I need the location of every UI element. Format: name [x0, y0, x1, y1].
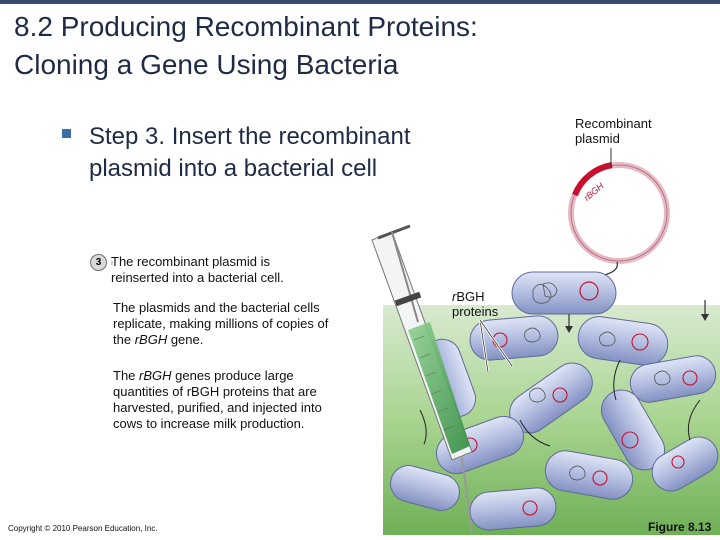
- bullet-line-2: plasmid into a bacterial cell: [89, 155, 378, 182]
- caption-produce-italic: rBGH: [139, 368, 172, 383]
- bullet-square-icon: [62, 129, 71, 138]
- caption-reinsert-line-1: The recombinant plasmid is: [111, 254, 270, 269]
- step-bullet: Step 3. Insert the recombinant plasmid i…: [89, 121, 539, 185]
- protein-label-italic: r: [452, 289, 457, 304]
- rbgh-proteins-label: rBGH proteins: [452, 289, 522, 319]
- caption-replicate-post: gene.: [167, 332, 204, 347]
- receiving-bacterium: [511, 271, 617, 315]
- protein-label-rest: BGH: [456, 289, 485, 304]
- title-line-1: 8.2 Producing Recombinant Proteins:: [14, 11, 478, 42]
- step-number-badge: 3: [90, 254, 107, 271]
- protein-label-line-2: proteins: [452, 304, 499, 319]
- caption-produce-line-3: harvested, purified, and injected into: [113, 400, 322, 415]
- protein-label-line-1: rBGH: [452, 289, 522, 304]
- caption-replicate-line-3: the rBGH gene.: [113, 332, 373, 348]
- caption-replicate-gene: BGH: [139, 332, 168, 347]
- caption-replicate-line-1: The plasmids and the bacterial cells: [113, 300, 320, 315]
- figure-number: Figure 8.13: [648, 520, 712, 534]
- release-arrows: [419, 359, 701, 447]
- plasmid-gene-label: rBGH: [582, 180, 606, 202]
- title-line-2: Cloning a Gene Using Bacteria: [14, 49, 399, 80]
- caption-replicate-pre: the: [113, 332, 135, 347]
- slide-title: 8.2 Producing Recombinant Proteins: Clon…: [14, 8, 614, 84]
- recombinant-plasmid-label: Recombinant plasmid: [575, 116, 685, 146]
- caption-produce-line-2: quantities of rBGH proteins that are: [113, 384, 317, 399]
- protein-leader-2-outline: [479, 319, 513, 367]
- syringe: [371, 224, 473, 535]
- caption-replicate-italic: r: [134, 332, 140, 347]
- copyright-notice: Copyright © 2010 Pearson Education, Inc.: [8, 524, 158, 533]
- caption-reinsert: The recombinant plasmid is reinserted in…: [111, 254, 351, 286]
- recombinant-plasmid: [568, 162, 670, 264]
- top-accent-bar: [0, 0, 720, 4]
- caption-produce-line-1: The rBGH genes produce large: [113, 368, 373, 384]
- caption-produce: The rBGH genes produce large quantities …: [113, 368, 373, 432]
- caption-produce-post: genes produce large: [171, 368, 294, 383]
- caption-produce-line-4: cows to increase milk production.: [113, 416, 305, 431]
- plasmid-label-line-2: plasmid: [575, 131, 620, 146]
- caption-replicate: The plasmids and the bacterial cells rep…: [113, 300, 373, 348]
- protein-leader-1-outline: [479, 319, 489, 373]
- caption-produce-pre: The: [113, 368, 140, 383]
- caption-reinsert-line-2: reinserted into a bacterial cell.: [111, 270, 284, 285]
- plasmid-label-line-1: Recombinant: [575, 116, 652, 131]
- caption-replicate-line-2: replicate, making millions of copies of: [113, 316, 329, 331]
- bacteria-culture: [390, 315, 719, 531]
- bullet-line-1: Step 3. Insert the recombinant: [89, 123, 411, 150]
